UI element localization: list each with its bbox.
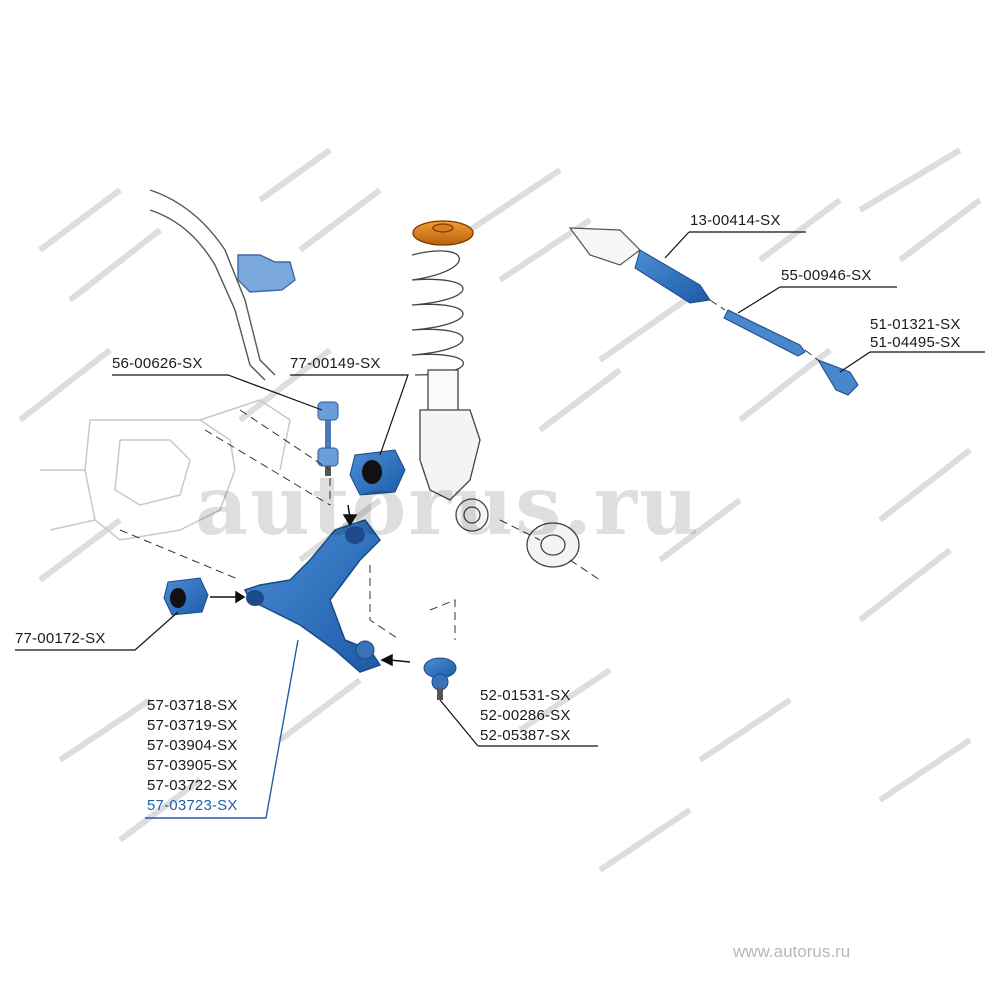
- label-control-arm-6-selected[interactable]: 57-03723-SX: [147, 797, 238, 814]
- footer-url[interactable]: www.autorus.ru: [733, 942, 851, 961]
- label-rear-bushing[interactable]: 77-00149-SX: [290, 355, 381, 372]
- arrows: [210, 504, 411, 667]
- label-tie-rod-end-2[interactable]: 51-04495-SX: [870, 334, 961, 351]
- leader-lines: [15, 231, 985, 747]
- label-control-arm-5[interactable]: 57-03722-SX: [147, 777, 238, 794]
- strut-assembly: [411, 220, 489, 532]
- label-ball-joint-1[interactable]: 52-01531-SX: [480, 687, 571, 704]
- label-stabilizer-link[interactable]: 56-00626-SX: [112, 355, 203, 372]
- label-control-arm-2[interactable]: 57-03719-SX: [147, 717, 238, 734]
- ball-joint-part: [423, 657, 457, 700]
- label-ball-joint-2[interactable]: 52-00286-SX: [480, 707, 571, 724]
- front-bushing-part: [163, 577, 209, 616]
- wheel-hub: [526, 522, 580, 568]
- label-control-arm-1[interactable]: 57-03718-SX: [147, 697, 238, 714]
- label-front-bushing[interactable]: 77-00172-SX: [15, 630, 106, 647]
- steering-rack-part: [568, 227, 859, 396]
- assembly-guides: [119, 299, 819, 641]
- control-arm-leader: [145, 639, 299, 819]
- subframe: [40, 399, 291, 541]
- label-control-arm-3[interactable]: 57-03904-SX: [147, 737, 238, 754]
- stabilizer-bar: [149, 189, 296, 381]
- label-ball-joint-3[interactable]: 52-05387-SX: [480, 727, 571, 744]
- label-tie-rod[interactable]: 55-00946-SX: [781, 267, 872, 284]
- watermark-text: autorus.ru: [195, 458, 701, 554]
- control-arm-part: [243, 519, 382, 673]
- label-steering-rack[interactable]: 13-00414-SX: [690, 212, 781, 229]
- rear-bushing-part: [349, 449, 406, 496]
- label-tie-rod-end-1[interactable]: 51-01321-SX: [870, 316, 961, 333]
- stabilizer-link-part: [317, 401, 339, 476]
- label-control-arm-4[interactable]: 57-03905-SX: [147, 757, 238, 774]
